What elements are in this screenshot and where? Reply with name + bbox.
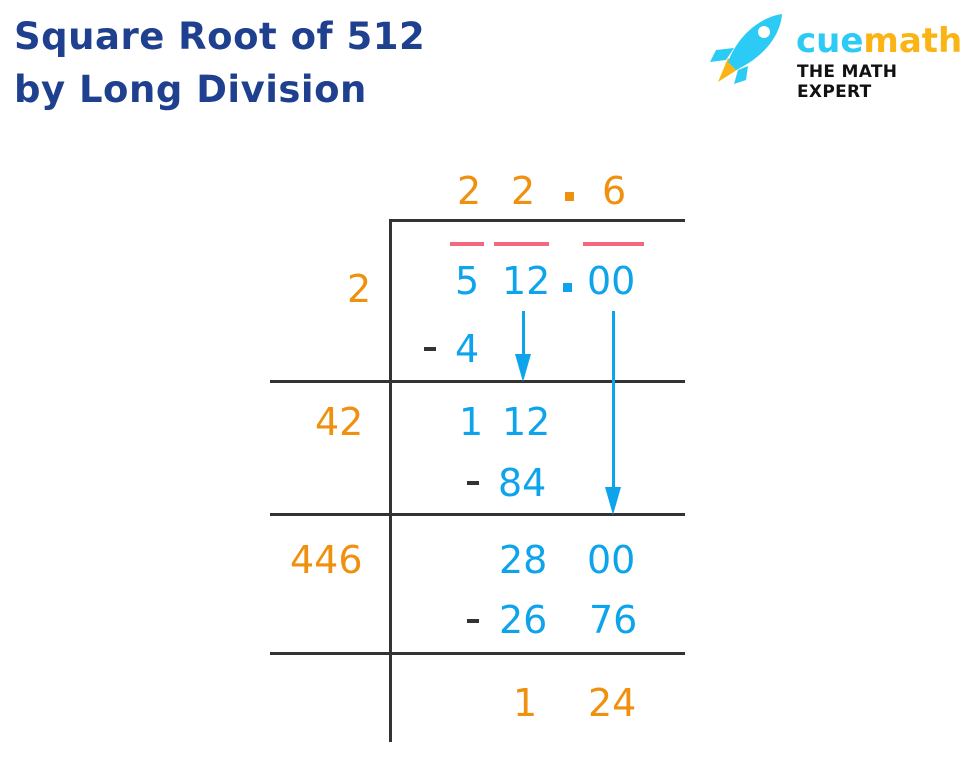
minus-sign bbox=[467, 619, 479, 623]
final-remainder-part-2: 24 bbox=[588, 681, 637, 725]
brand-math: math bbox=[863, 21, 963, 61]
subtract-step-3-part-2: 76 bbox=[589, 598, 638, 642]
remainder-step-2-part-1: 1 bbox=[459, 400, 484, 444]
step-divider-2 bbox=[270, 513, 685, 516]
bring-down-arrow-1-line bbox=[522, 311, 525, 361]
division-bar-top bbox=[389, 219, 685, 222]
divisor-step-1: 2 bbox=[347, 267, 372, 311]
pair-bar-2 bbox=[494, 242, 549, 246]
division-bar-vertical bbox=[389, 219, 392, 742]
quotient-decimal-point bbox=[565, 192, 574, 201]
bring-down-arrow-2-line bbox=[612, 311, 615, 491]
pair-bar-3 bbox=[583, 242, 644, 246]
divisor-step-2: 42 bbox=[315, 400, 364, 444]
subtract-step-3-part-1: 26 bbox=[499, 598, 548, 642]
dividend-group-2: 12 bbox=[502, 259, 551, 303]
quotient-digit-2: 2 bbox=[511, 169, 536, 213]
rocket-icon bbox=[710, 14, 782, 84]
pair-bar-1 bbox=[450, 242, 484, 246]
bring-down-arrow-2-head bbox=[605, 487, 621, 515]
minus-sign bbox=[424, 347, 436, 351]
final-remainder-part-1: 1 bbox=[513, 681, 538, 725]
subtract-step-1: 4 bbox=[455, 327, 480, 371]
title-line-1: Square Root of 512 bbox=[14, 15, 426, 58]
dividend-group-3: 00 bbox=[587, 259, 636, 303]
dividend-group-1: 5 bbox=[455, 259, 480, 303]
title-line-2: by Long Division bbox=[14, 68, 367, 111]
quotient-digit-1: 2 bbox=[457, 169, 482, 213]
quotient-digit-3: 6 bbox=[602, 169, 627, 213]
logo-tagline: THE MATH EXPERT bbox=[797, 62, 898, 102]
remainder-step-2-part-2: 12 bbox=[502, 400, 551, 444]
minus-sign bbox=[467, 481, 479, 485]
subtract-step-2: 84 bbox=[498, 461, 547, 505]
cuemath-logo: cuemath THE MATH EXPERT bbox=[706, 10, 966, 102]
bring-down-arrow-1-head bbox=[515, 354, 531, 382]
remainder-step-3-part-1: 28 bbox=[499, 538, 548, 582]
step-divider-1 bbox=[270, 380, 685, 383]
brand-cue: cue bbox=[796, 21, 864, 61]
divisor-step-3: 446 bbox=[290, 538, 363, 582]
step-divider-3 bbox=[270, 652, 685, 655]
remainder-step-3-part-2: 00 bbox=[587, 538, 636, 582]
dividend-decimal-point bbox=[563, 283, 572, 292]
